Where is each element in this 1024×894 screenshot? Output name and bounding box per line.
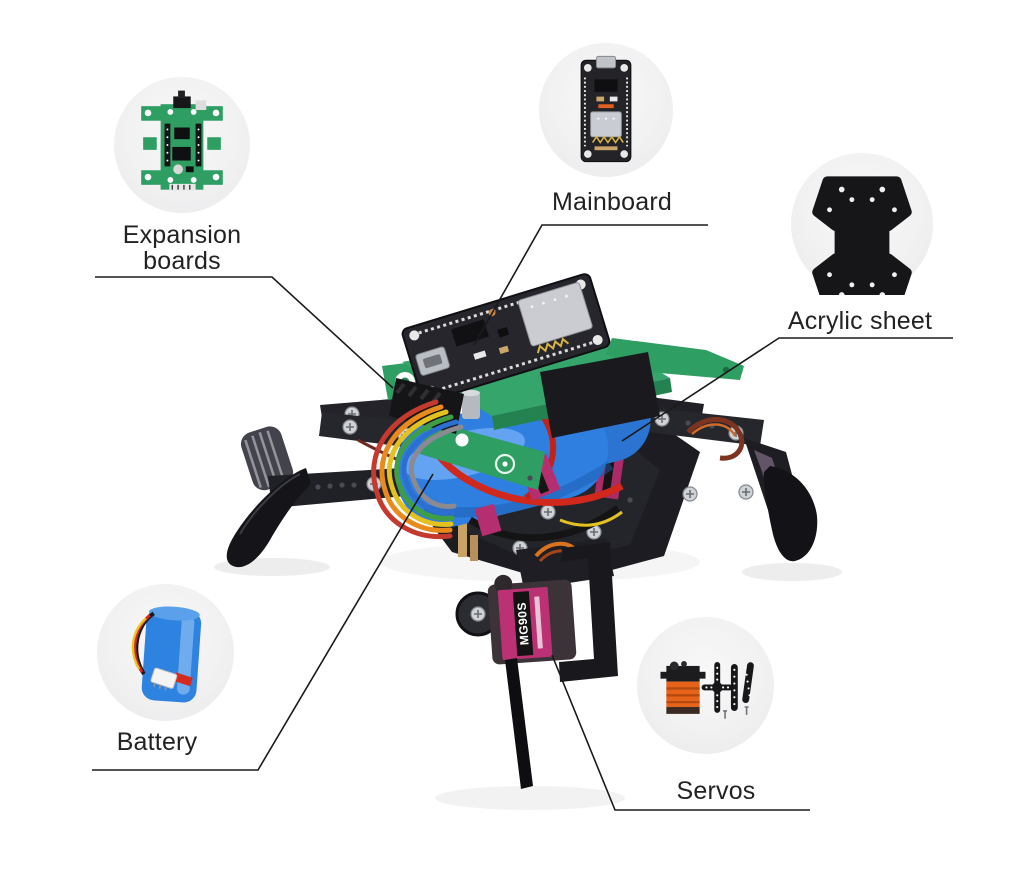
leader-mainboard — [473, 224, 708, 346]
servos-icon — [660, 661, 754, 719]
mainboard-label: Mainboard — [552, 188, 672, 216]
mainboard-thumbnail — [539, 43, 673, 177]
metal-standoff — [462, 389, 480, 419]
leader-lines — [92, 224, 953, 811]
servos-label: Servos — [676, 777, 756, 805]
battery-label: Battery — [116, 728, 198, 756]
expansion-boards-label-line2: boards — [143, 247, 221, 275]
robot-right-leg — [632, 406, 818, 562]
leader-acrylic-sheet — [621, 337, 953, 442]
antenna-trace — [536, 337, 570, 354]
mainboard-standoff-block — [540, 352, 660, 438]
mainboard-icon — [580, 55, 632, 163]
expansion-boards-thumbnail — [114, 77, 250, 213]
robot-front-servo: MG90S — [455, 538, 618, 789]
acrylic-sheet-icon — [812, 176, 912, 295]
leader-servos — [551, 654, 810, 811]
acrylic-sheet-thumbnail — [791, 153, 933, 295]
wood-standoff — [458, 523, 467, 557]
robot-expansion-board-lower — [420, 420, 545, 490]
servo-label-text: MG90S — [515, 602, 532, 646]
battery-icon — [131, 606, 202, 703]
shadow-center — [435, 786, 625, 810]
acrylic-sheet-label: Acrylic sheet — [787, 307, 933, 335]
robot-ribbon-cable — [371, 378, 464, 540]
expansion-boards-label-line1: Expansion — [122, 221, 242, 249]
robot-mainboard — [401, 273, 611, 403]
body-servo-tag-lower — [474, 503, 502, 537]
shadow-right-foot — [742, 563, 842, 581]
left-foot — [226, 468, 311, 568]
leader-battery — [92, 473, 434, 771]
right-foot — [763, 466, 818, 562]
leader-expansion-boards — [95, 276, 394, 389]
servo-probe-leg — [505, 658, 533, 789]
expansion-board-icon — [141, 90, 223, 191]
esp-shield — [517, 282, 593, 347]
battery-thumbnail — [97, 584, 234, 721]
wood-standoff — [470, 535, 478, 561]
servos-thumbnail — [637, 617, 774, 754]
robot-illustration: MG90S — [214, 273, 842, 810]
expansion-boards-label: Expansion boards — [72, 222, 292, 274]
